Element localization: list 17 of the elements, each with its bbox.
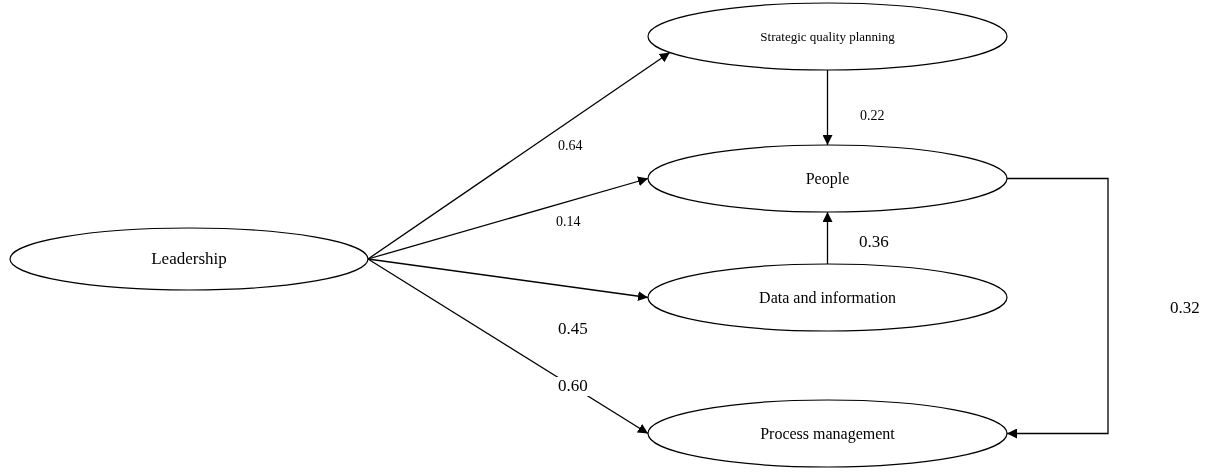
edge-label: 0.60 [556,377,590,396]
arrow [822,211,833,265]
ellipse-node [648,3,1007,70]
node-label: Data and information [759,288,896,307]
node-label: Process management [760,424,895,443]
ellipse-node [10,228,368,290]
ellipse-node [648,400,1007,467]
ellipse-node [648,145,1007,212]
node-label: Strategic quality planning [760,28,895,45]
arrow [367,258,649,435]
node-label: People [805,169,850,188]
ellipse-node [648,264,1007,331]
arrow [367,51,671,260]
arrow [367,258,649,302]
arrow [822,69,833,146]
node-label: Leadership [151,249,227,269]
arrow [1006,177,1109,439]
